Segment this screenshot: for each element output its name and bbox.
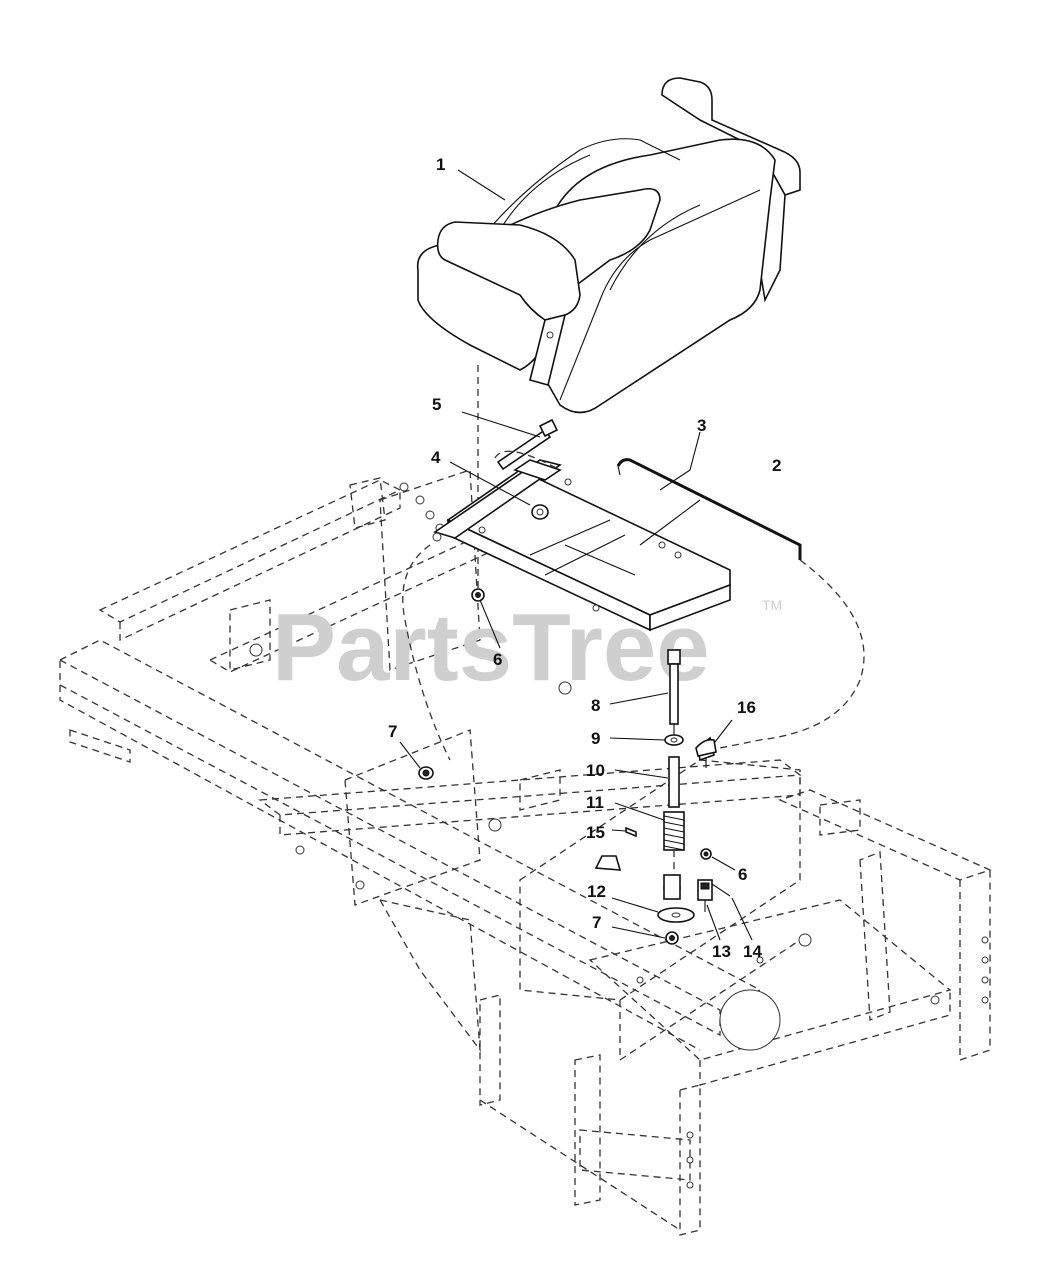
bolt-5 [496, 418, 559, 471]
callout-7-lower: 7 [592, 913, 601, 932]
callout-15: 15 [586, 823, 605, 842]
callout-16: 16 [737, 698, 756, 717]
callout-7-left: 7 [388, 722, 397, 741]
callout-11: 11 [586, 793, 604, 812]
washer-12 [657, 907, 695, 923]
switch-14-lever [711, 883, 731, 897]
mower-frame [59, 469, 992, 1236]
bumper-lower [594, 855, 622, 871]
switch-13 [697, 879, 713, 912]
leader-lines [399, 169, 753, 941]
spring-retainer [663, 874, 681, 900]
nut-7b [665, 931, 679, 945]
nut-7a [418, 766, 434, 780]
washer-9 [664, 734, 684, 746]
callout-5: 5 [432, 395, 441, 414]
connector-7a [402, 544, 451, 761]
spring-11 [663, 811, 685, 851]
bumper-16 [695, 736, 717, 768]
callout-1: 1 [436, 155, 445, 174]
callout-12: 12 [587, 882, 606, 901]
callout-8: 8 [591, 696, 600, 715]
nut-4 [531, 504, 549, 520]
seat [416, 77, 801, 414]
callout-labels: 1 2 3 4 5 6 6 7 7 8 9 10 11 12 13 14 15 … [388, 155, 781, 961]
callout-13: 13 [712, 942, 731, 961]
seat-rod [616, 458, 802, 560]
callout-9: 9 [591, 729, 600, 748]
callout-4: 4 [431, 448, 441, 467]
nut-6a [471, 588, 485, 602]
nut-6b [700, 848, 712, 860]
watermark: PartsTree TM [272, 594, 782, 701]
spacer-10 [668, 756, 680, 808]
callout-3: 3 [697, 416, 706, 435]
callout-6-upper: 6 [493, 650, 502, 669]
pin-15 [625, 826, 637, 838]
connector-5 [494, 450, 561, 471]
watermark-trademark: TM [762, 597, 782, 613]
bolt-8 [667, 649, 681, 735]
callout-14: 14 [743, 942, 762, 961]
connector-16 [719, 559, 865, 749]
callout-2: 2 [772, 456, 781, 475]
seat-plate [432, 459, 731, 632]
callout-6-lower: 6 [738, 865, 747, 884]
frame-holes [249, 482, 989, 1189]
callout-10: 10 [586, 761, 605, 780]
